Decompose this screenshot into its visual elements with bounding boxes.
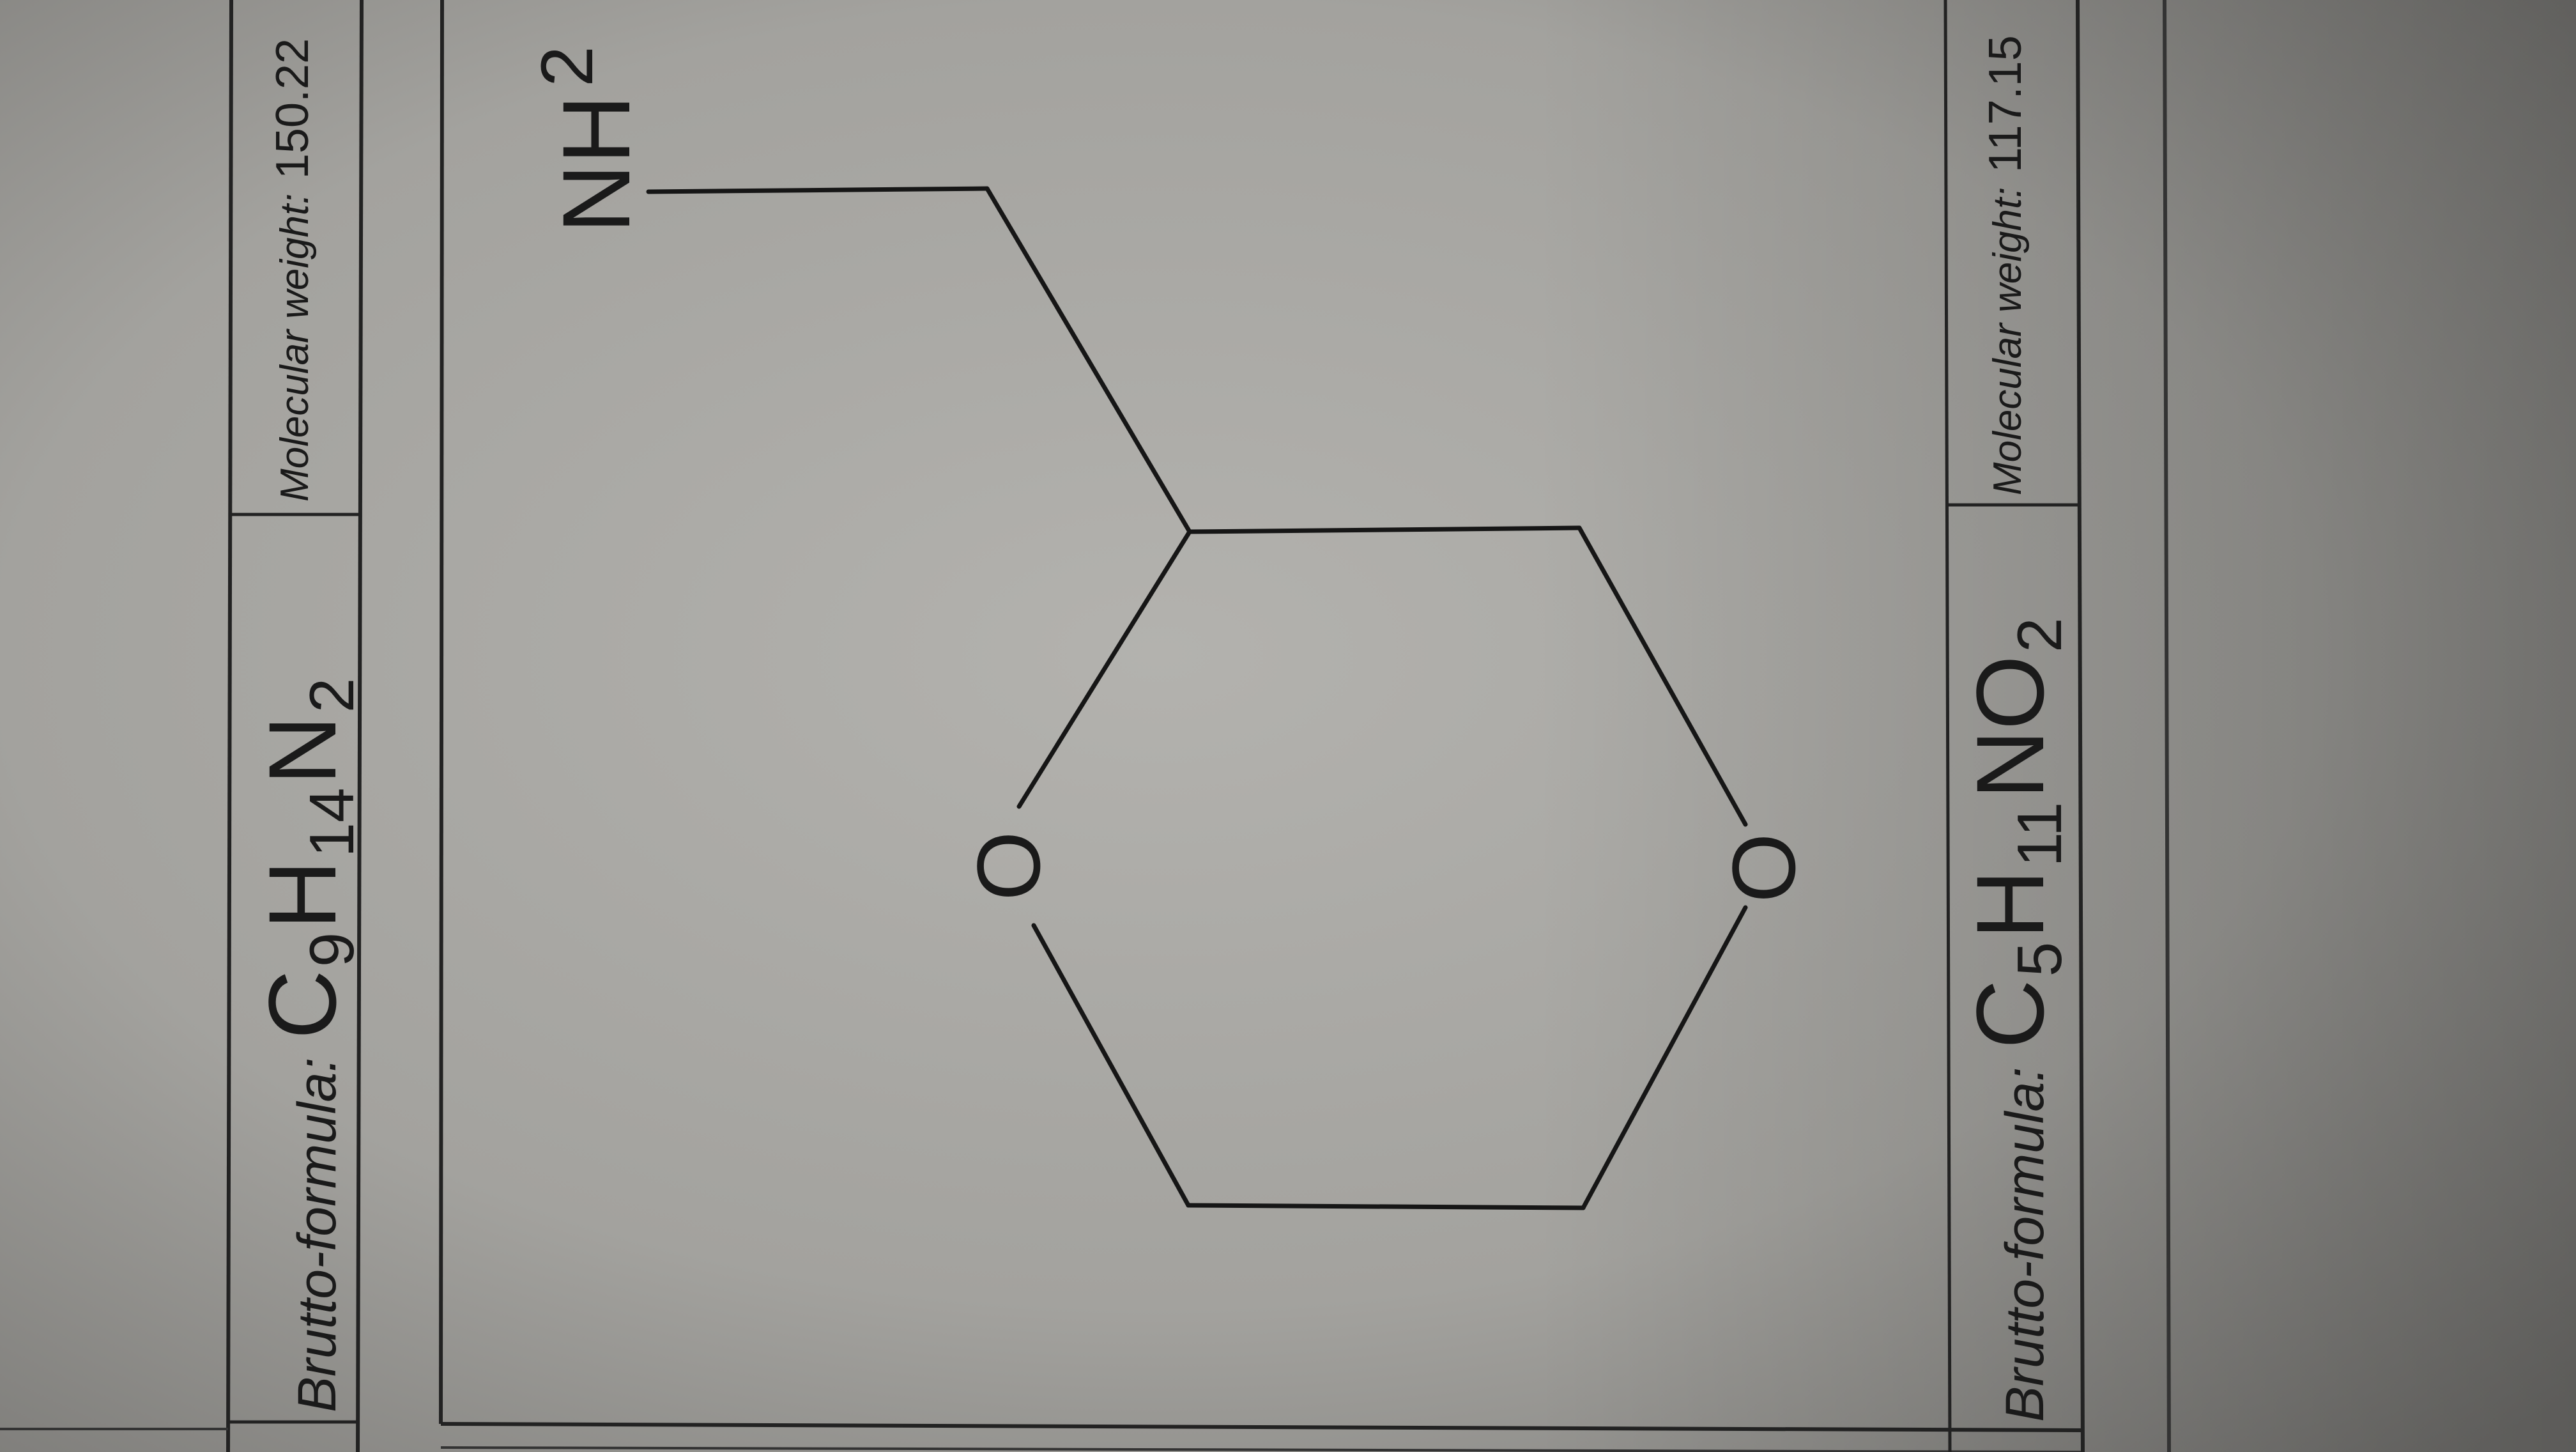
mw-value-main: 117.15 xyxy=(1980,35,2031,173)
card-main-left-border xyxy=(439,0,444,1425)
svg-text:Molecular weight: 150.: Molecular weight: 150.22 xyxy=(267,38,318,502)
formula-top-n-sub: 2 xyxy=(296,678,367,713)
amine-nh-sub: 2 xyxy=(526,46,608,87)
svg-text:NH 2: NH 2 xyxy=(526,46,650,233)
card-main-formula-inner-border xyxy=(1943,0,1952,1452)
bond-ring-lower-right xyxy=(1581,905,1748,1210)
card-top-right-border xyxy=(356,0,364,1452)
card-main-right-border xyxy=(2076,0,2085,1452)
bond-ring-lower-left xyxy=(1031,923,1191,1208)
bond-ring-top xyxy=(1187,525,1582,534)
paper-shadow xyxy=(1533,0,2576,1452)
next-card-border xyxy=(2163,0,2171,1452)
brutto-label-top: Brutto-formula: xyxy=(287,1057,347,1412)
mw-label-main: Molecular weight: xyxy=(1986,187,2030,495)
bond-ch2-to-ring xyxy=(985,186,1192,534)
card-top-mw: Molecular weight: 150.22 xyxy=(267,38,318,502)
formula-top-c-sub: 9 xyxy=(296,932,367,968)
formula-top-n: N xyxy=(249,716,356,785)
bond-ring-upper-right xyxy=(1577,525,1748,827)
formula-main-c-sub: 5 xyxy=(2004,942,2074,977)
atom-o-right: O xyxy=(1713,833,1814,903)
card-main-formula: Brutto-formula: C 5 H 11 NO 2 xyxy=(1956,617,2074,1422)
formula-main-no: NO xyxy=(1956,655,2064,799)
card-top-left-border xyxy=(226,0,233,1452)
bond-ring-upper-left xyxy=(1016,529,1192,809)
molecule-structure xyxy=(646,186,1748,1210)
svg-text:Molecular weight: 117.: Molecular weight: 117.15 xyxy=(1980,35,2031,495)
card-main: O O NH 2 Brutto-formula: C 5 H 11 NO 2 M… xyxy=(439,0,2171,1452)
bond-ring-bottom xyxy=(1186,1203,1586,1210)
formula-main-c: C xyxy=(1956,980,2064,1049)
card-main-mw: Molecular weight: 117.15 xyxy=(1980,35,2031,495)
card-main-bottom-border xyxy=(440,1422,2083,1432)
card-top-formula: Brutto-formula: C 9 H 14 N 2 xyxy=(249,678,367,1412)
formula-main-no-sub: 2 xyxy=(2004,617,2074,653)
formula-top-h: H xyxy=(249,860,356,929)
amine-nh: NH xyxy=(542,95,650,233)
card-main-bottom-lower xyxy=(440,1446,2083,1452)
atom-o-left: O xyxy=(958,831,1059,901)
card-top: Brutto-formula: C 9 H 14 N 2 Molecular w… xyxy=(0,0,367,1452)
formula-top-c: C xyxy=(249,970,356,1039)
svg-text:Brutto-formula: C: Brutto-formula: C 9 H 14 N 2 xyxy=(249,678,367,1412)
mw-value-top: 150.22 xyxy=(267,38,318,179)
bond-n-to-ch2 xyxy=(646,186,990,194)
formula-main-h: H xyxy=(1956,870,2064,939)
mw-label-top: Molecular weight: xyxy=(273,194,317,502)
formula-top-h-sub: 14 xyxy=(296,787,367,857)
svg-text:Brutto-formula: C: Brutto-formula: C 5 H 11 NO 2 xyxy=(1956,617,2074,1422)
formula-main-h-sub: 11 xyxy=(2004,802,2074,867)
amine-group: NH 2 xyxy=(526,46,650,233)
brutto-label-main: Brutto-formula: xyxy=(1995,1067,2055,1422)
